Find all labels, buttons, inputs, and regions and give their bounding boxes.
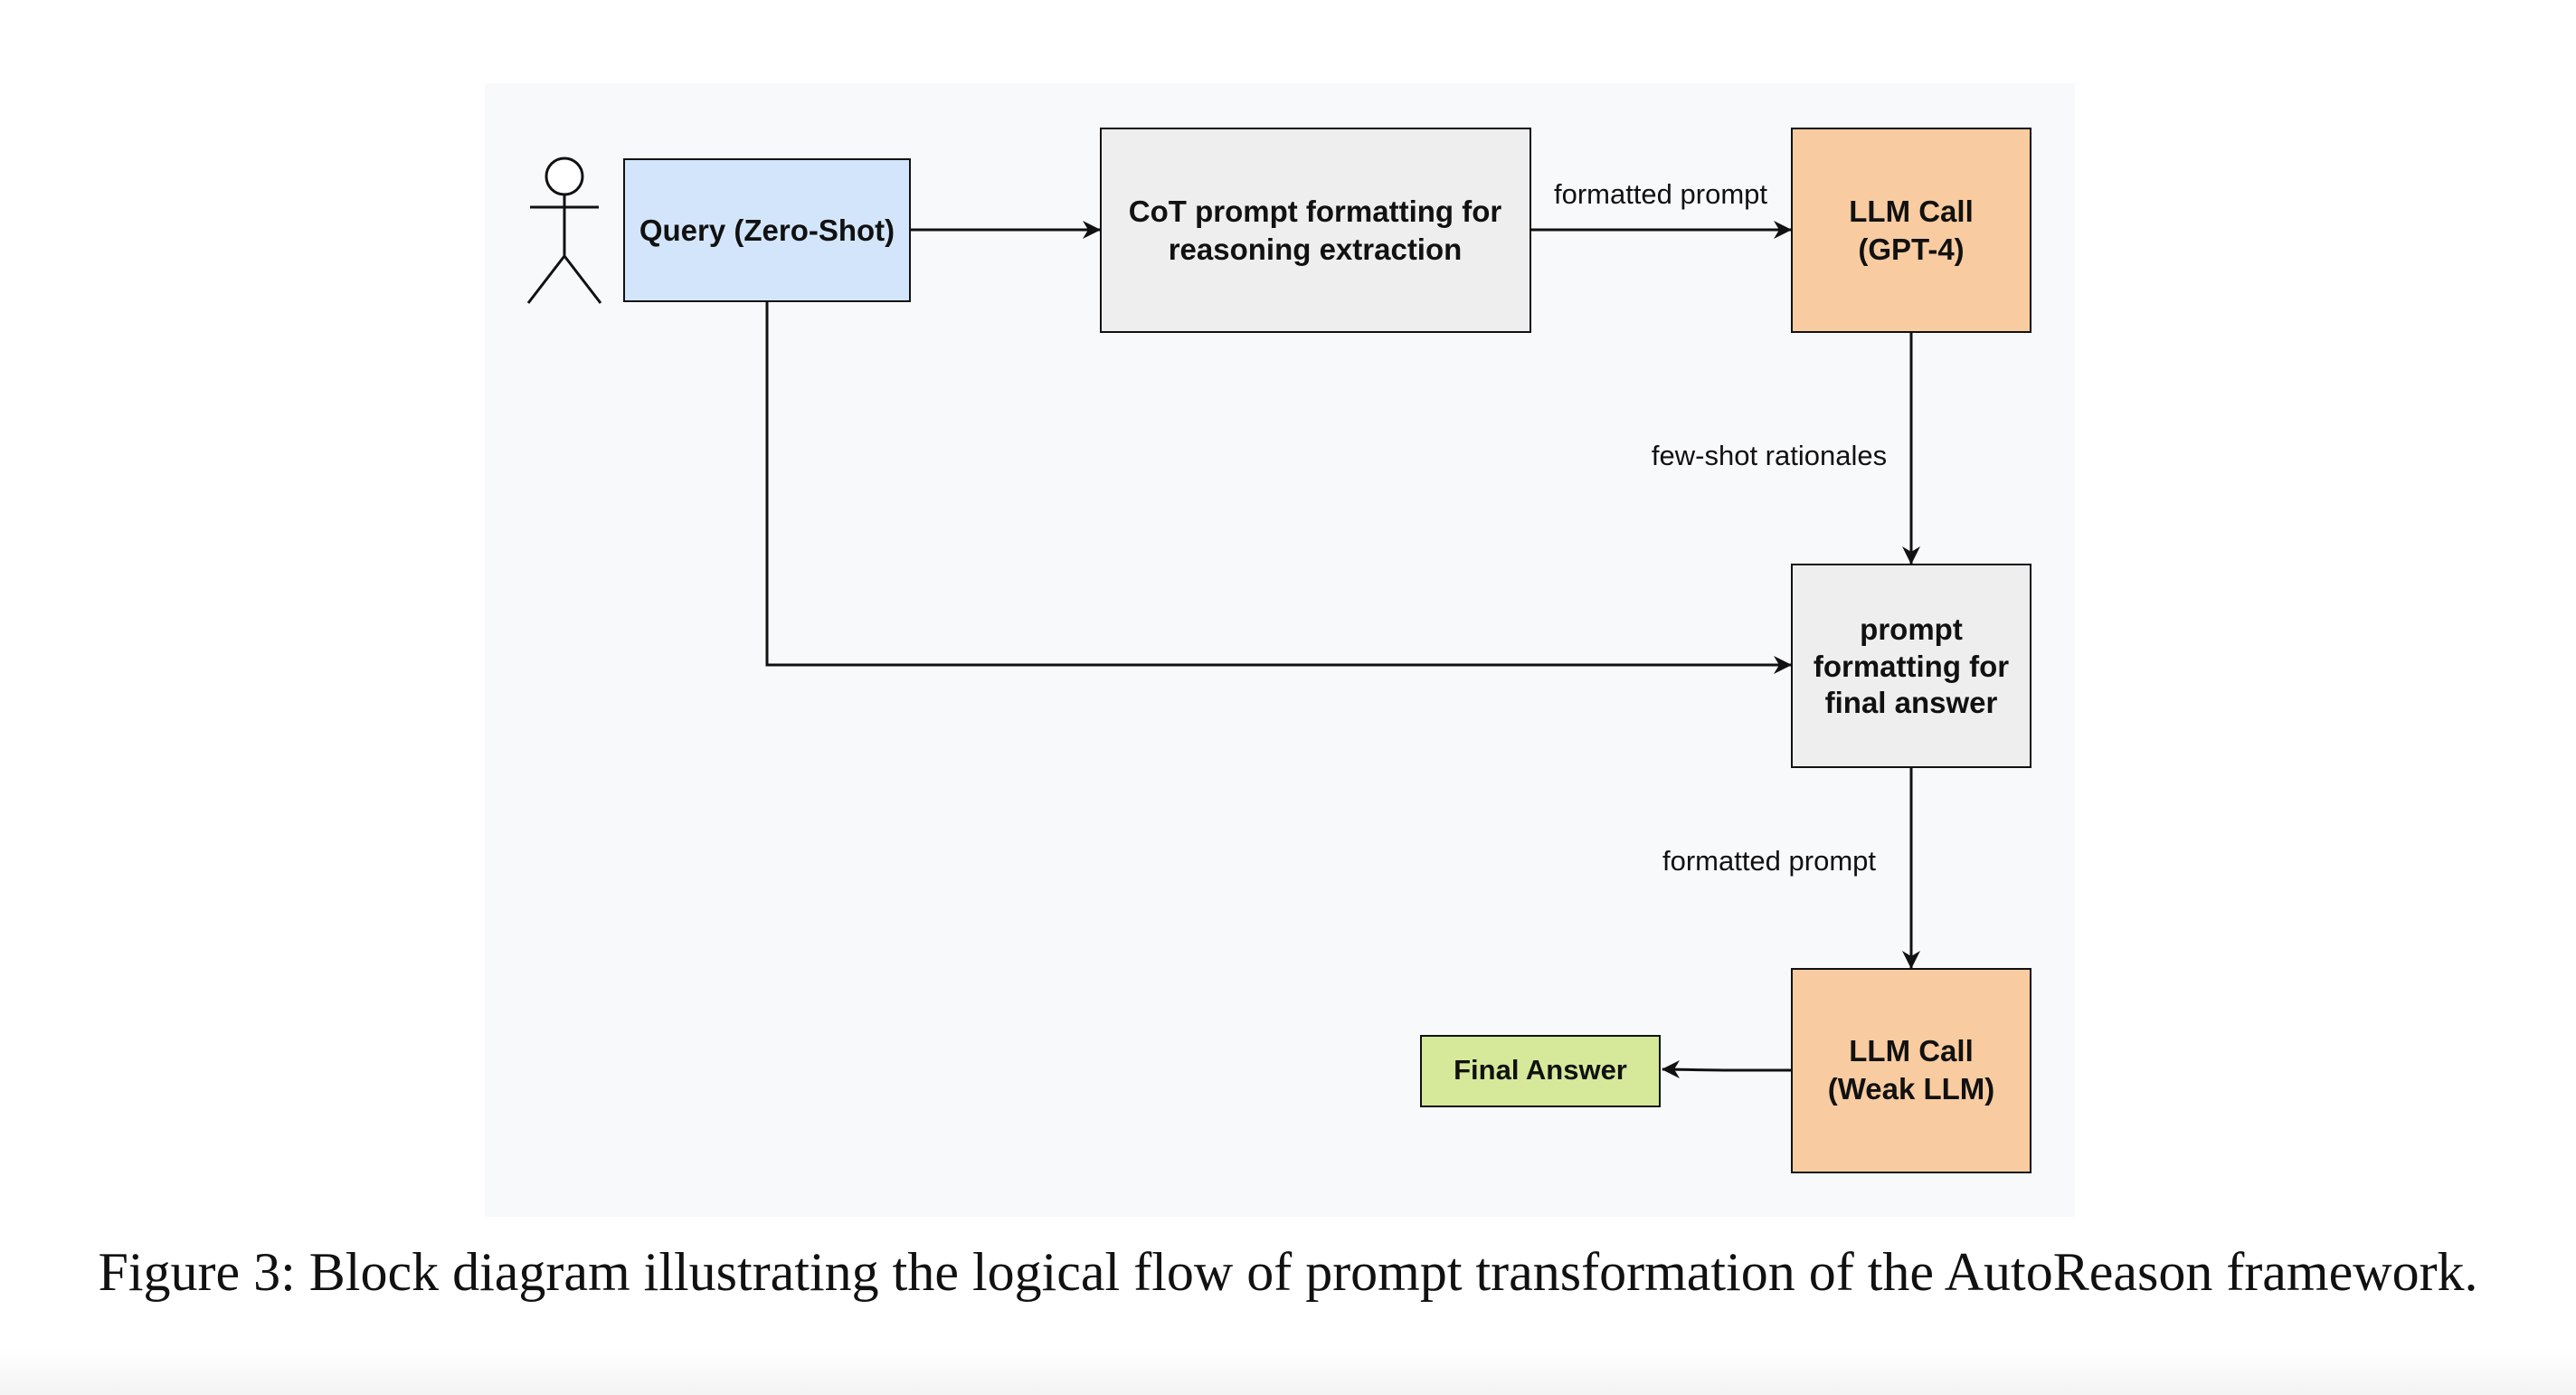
edge-label-cot-to-gpt4: formatted prompt [1554, 178, 1767, 210]
node-final-answer: Final Answer [1420, 1035, 1661, 1107]
node-llm-weak-box [1791, 968, 2031, 1173]
node-llm-gpt4-label-line-2: (GPT-4) [1858, 232, 1964, 266]
node-final-answer-box [1420, 1035, 1661, 1107]
node-query-box [623, 158, 911, 302]
node-cot-format-label-line-1: CoT prompt formatting for [1129, 195, 1502, 228]
node-llm-weak: LLM Call (Weak LLM) [1791, 968, 2031, 1173]
node-llm-weak-label-line-1: LLM Call [1849, 1034, 1974, 1068]
node-final-format-box [1791, 564, 2031, 768]
node-cot-format-label-line-2: reasoning extraction [1169, 232, 1463, 266]
node-final-format-label-line-2: formatting for [1814, 650, 2009, 683]
node-query-label: Query (Zero-Shot) [639, 214, 895, 247]
edge-query-to-final-format [765, 301, 1792, 674]
node-llm-gpt4-label-line-1: LLM Call [1849, 195, 1974, 228]
node-llm-weak-label-line-2: (Weak LLM) [1828, 1072, 1995, 1106]
node-llm-gpt4-box [1791, 128, 2031, 333]
node-final-format-label-line-3: final answer [1825, 686, 1998, 719]
figure-caption: Figure 3: Block diagram illustrating the… [98, 1242, 2478, 1302]
node-cot-format-box [1100, 128, 1531, 333]
node-final-answer-label: Final Answer [1454, 1054, 1627, 1086]
bottom-band [0, 1348, 2576, 1395]
edge-label-gpt4-to-final-format: few-shot rationales [1652, 440, 1887, 471]
user-stick-figure-icon [526, 157, 602, 304]
node-query: Query (Zero-Shot) [623, 158, 911, 302]
node-cot-format: CoT prompt formatting for reasoning extr… [1100, 128, 1531, 333]
edge-weak-to-final-answer [1662, 1060, 1792, 1079]
edge-label-final-format-to-weak: formatted prompt [1662, 845, 1876, 877]
node-final-format: prompt formatting for final answer [1791, 564, 2031, 768]
node-final-format-label-line-1: prompt [1860, 612, 1963, 646]
node-llm-gpt4: LLM Call (GPT-4) [1791, 128, 2031, 333]
